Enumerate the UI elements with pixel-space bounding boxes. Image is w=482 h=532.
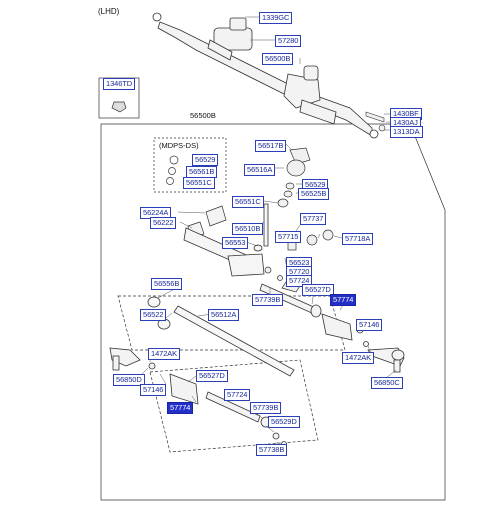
- part-label-57737[interactable]: 57737: [300, 213, 327, 225]
- part-label-56510b[interactable]: 56510B: [232, 223, 264, 235]
- part-label-57146-right[interactable]: 57146: [356, 319, 383, 331]
- part-label-56500b-main[interactable]: 56500B: [190, 111, 216, 120]
- part-label-56553[interactable]: 56553: [222, 237, 249, 249]
- part-label-56512a[interactable]: 56512A: [208, 309, 240, 321]
- part-label-1339gc[interactable]: 1339GC: [259, 12, 293, 24]
- variant-label: (LHD): [98, 7, 120, 16]
- part-label-57715[interactable]: 57715: [275, 231, 302, 243]
- part-label-56522[interactable]: 56522: [140, 309, 167, 321]
- right-outer-tie-rod: [367, 347, 405, 373]
- part-label-1313da[interactable]: 1313DA: [390, 126, 423, 138]
- part-label-57774-left-highlighted[interactable]: 57774: [167, 402, 194, 414]
- part-label-56527d-right[interactable]: 56527D: [302, 284, 334, 296]
- part-label-57739b-right[interactable]: 57739B: [252, 294, 284, 306]
- part-label-56850d[interactable]: 56850D: [113, 374, 145, 386]
- bolt-parts: [365, 111, 386, 132]
- part-label-1472ak-right[interactable]: 1472AK: [342, 352, 375, 364]
- mdps-group-frame: [153, 137, 227, 193]
- part-label-1472ak-left[interactable]: 1472AK: [148, 348, 181, 360]
- part-label-56850c[interactable]: 56850C: [371, 377, 403, 389]
- part-label-57146-left[interactable]: 57146: [140, 384, 167, 396]
- part-label-57774-right-highlighted[interactable]: 57774: [330, 294, 357, 306]
- mdps-group-title: (MDPS-DS): [159, 141, 199, 150]
- steering-gear-assembly: [152, 12, 379, 139]
- part-label-56516a[interactable]: 56516A: [244, 164, 276, 176]
- part-label-56529-group[interactable]: 56529: [192, 154, 219, 166]
- mdps-parts: [166, 155, 179, 185]
- part-label-57739b-left[interactable]: 57739B: [250, 402, 282, 414]
- part-label-56551c[interactable]: 56551C: [232, 196, 264, 208]
- rack-bar: [147, 296, 295, 377]
- part-label-56556b[interactable]: 56556B: [151, 278, 183, 290]
- part-label-56517b[interactable]: 56517B: [255, 140, 287, 152]
- part-label-56525b[interactable]: 56525B: [298, 188, 330, 200]
- part-label-57718a[interactable]: 57718A: [342, 233, 374, 245]
- right-tie-rod-boot: [259, 283, 369, 347]
- part-label-57724-left[interactable]: 57724: [224, 389, 251, 401]
- part-label-57280[interactable]: 57280: [275, 35, 302, 47]
- part-label-56500b-top[interactable]: 56500B: [262, 53, 294, 65]
- part-label-56551c-group[interactable]: 56551C: [183, 177, 215, 189]
- part-label-56527d-left[interactable]: 56527D: [196, 370, 228, 382]
- left-outer-tie-rod: [109, 347, 156, 371]
- rack-housing: [183, 203, 269, 277]
- part-label-57738b[interactable]: 57738B: [256, 444, 288, 456]
- part-label-56222[interactable]: 56222: [150, 217, 177, 229]
- part-label-1346td[interactable]: 1346TD: [103, 78, 136, 90]
- left-boot-group-frame: [149, 359, 319, 453]
- part-label-56529d[interactable]: 56529D: [268, 416, 300, 428]
- yoke-parts: [277, 147, 311, 208]
